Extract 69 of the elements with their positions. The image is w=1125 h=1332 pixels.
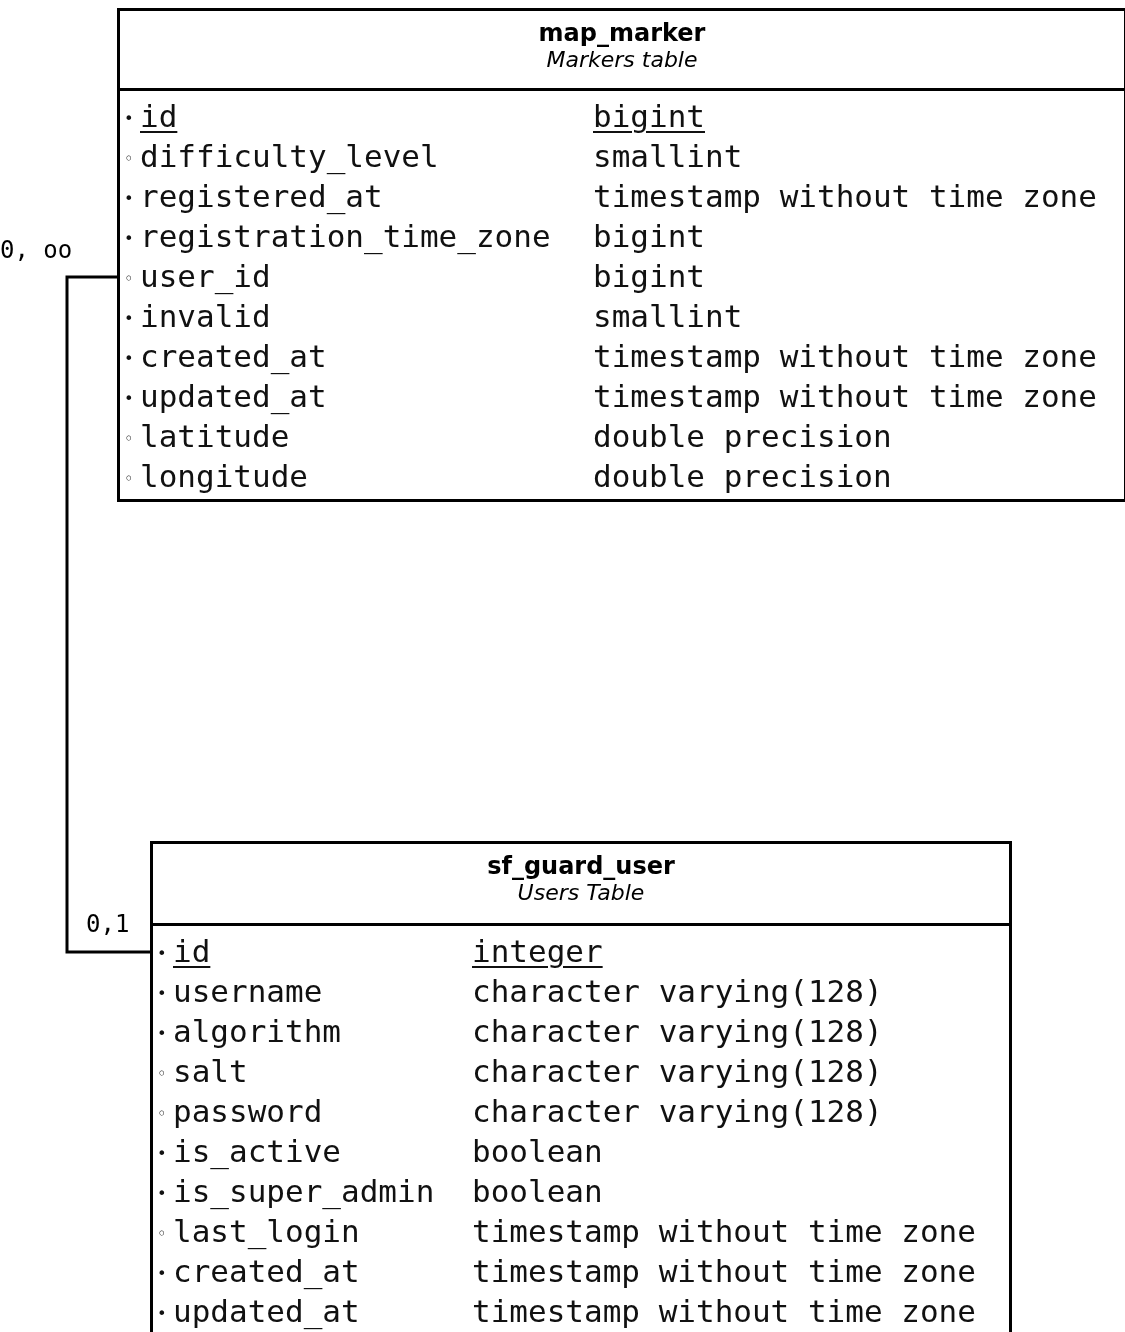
column-marker: • <box>157 1183 167 1205</box>
column-name: last_login <box>173 1213 360 1249</box>
column-name: created_at <box>173 1253 360 1289</box>
column-type: timestamp without time zone <box>593 338 1097 374</box>
column-type: character varying(128) <box>472 1013 883 1049</box>
column-name: invalid <box>140 298 271 334</box>
column-marker: • <box>157 1023 167 1045</box>
column-name: salt <box>173 1053 248 1089</box>
column-name: id <box>140 98 178 134</box>
column-marker: • <box>157 1303 167 1325</box>
column-type: timestamp without time zone <box>472 1253 976 1289</box>
column-name: username <box>173 973 323 1009</box>
cardinality-label: 0, oo <box>0 236 73 264</box>
column-marker: • <box>157 983 167 1005</box>
column-marker: • <box>124 348 134 370</box>
column-name: user_id <box>140 258 271 294</box>
column-marker: • <box>124 108 134 130</box>
column-name: registered_at <box>140 178 383 214</box>
column-type: bigint <box>593 218 705 254</box>
column-marker: • <box>157 1263 167 1285</box>
column-name: created_at <box>140 338 327 374</box>
column-name: registration_time_zone <box>140 218 551 254</box>
column-type: character varying(128) <box>472 973 883 1009</box>
table-box <box>150 841 1012 1332</box>
column-type: double precision <box>593 458 892 494</box>
column-name: is_super_admin <box>173 1173 435 1209</box>
column-type: smallint <box>593 298 743 334</box>
column-type: bigint <box>593 258 705 294</box>
column-marker: • <box>157 1143 167 1165</box>
column-marker: • <box>124 188 134 210</box>
column-type: character varying(128) <box>472 1053 883 1089</box>
relationship-line <box>65 275 152 954</box>
column-marker: ◦ <box>124 148 134 170</box>
column-marker: • <box>124 388 134 410</box>
column-name: longitude <box>140 458 308 494</box>
column-name: password <box>173 1093 323 1129</box>
column-name: latitude <box>140 418 290 454</box>
column-name: algorithm <box>173 1013 341 1049</box>
cardinality-label: 0,1 <box>86 910 130 938</box>
table-name: map_marker <box>538 19 706 47</box>
table-description: Markers table <box>546 47 698 72</box>
column-type: smallint <box>593 138 743 174</box>
column-type: double precision <box>593 418 892 454</box>
column-name: updated_at <box>140 378 327 414</box>
column-marker: ◦ <box>157 1223 167 1245</box>
column-marker: ◦ <box>157 1063 167 1085</box>
column-marker: • <box>157 943 167 965</box>
column-name: id <box>173 933 211 969</box>
column-name: updated_at <box>173 1293 360 1329</box>
column-name: difficulty_level <box>140 138 439 174</box>
column-marker: ◦ <box>124 268 134 290</box>
table-description: Users Table <box>517 880 645 905</box>
column-name: is_active <box>173 1133 341 1169</box>
column-type: timestamp without time zone <box>593 178 1097 214</box>
column-marker: ◦ <box>157 1103 167 1125</box>
column-type: character varying(128) <box>472 1093 883 1129</box>
column-marker: • <box>124 308 134 330</box>
column-marker: ◦ <box>124 468 134 490</box>
table-name: sf_guard_user <box>487 852 675 880</box>
column-type: timestamp without time zone <box>472 1293 976 1329</box>
column-type: timestamp without time zone <box>472 1213 976 1249</box>
table-box <box>117 8 1125 502</box>
column-type: integer <box>472 933 603 969</box>
column-type: bigint <box>593 98 705 134</box>
column-marker: • <box>124 228 134 250</box>
column-type: timestamp without time zone <box>593 378 1097 414</box>
column-type: boolean <box>472 1133 603 1169</box>
column-type: boolean <box>472 1173 603 1209</box>
column-marker: ◦ <box>124 428 134 450</box>
